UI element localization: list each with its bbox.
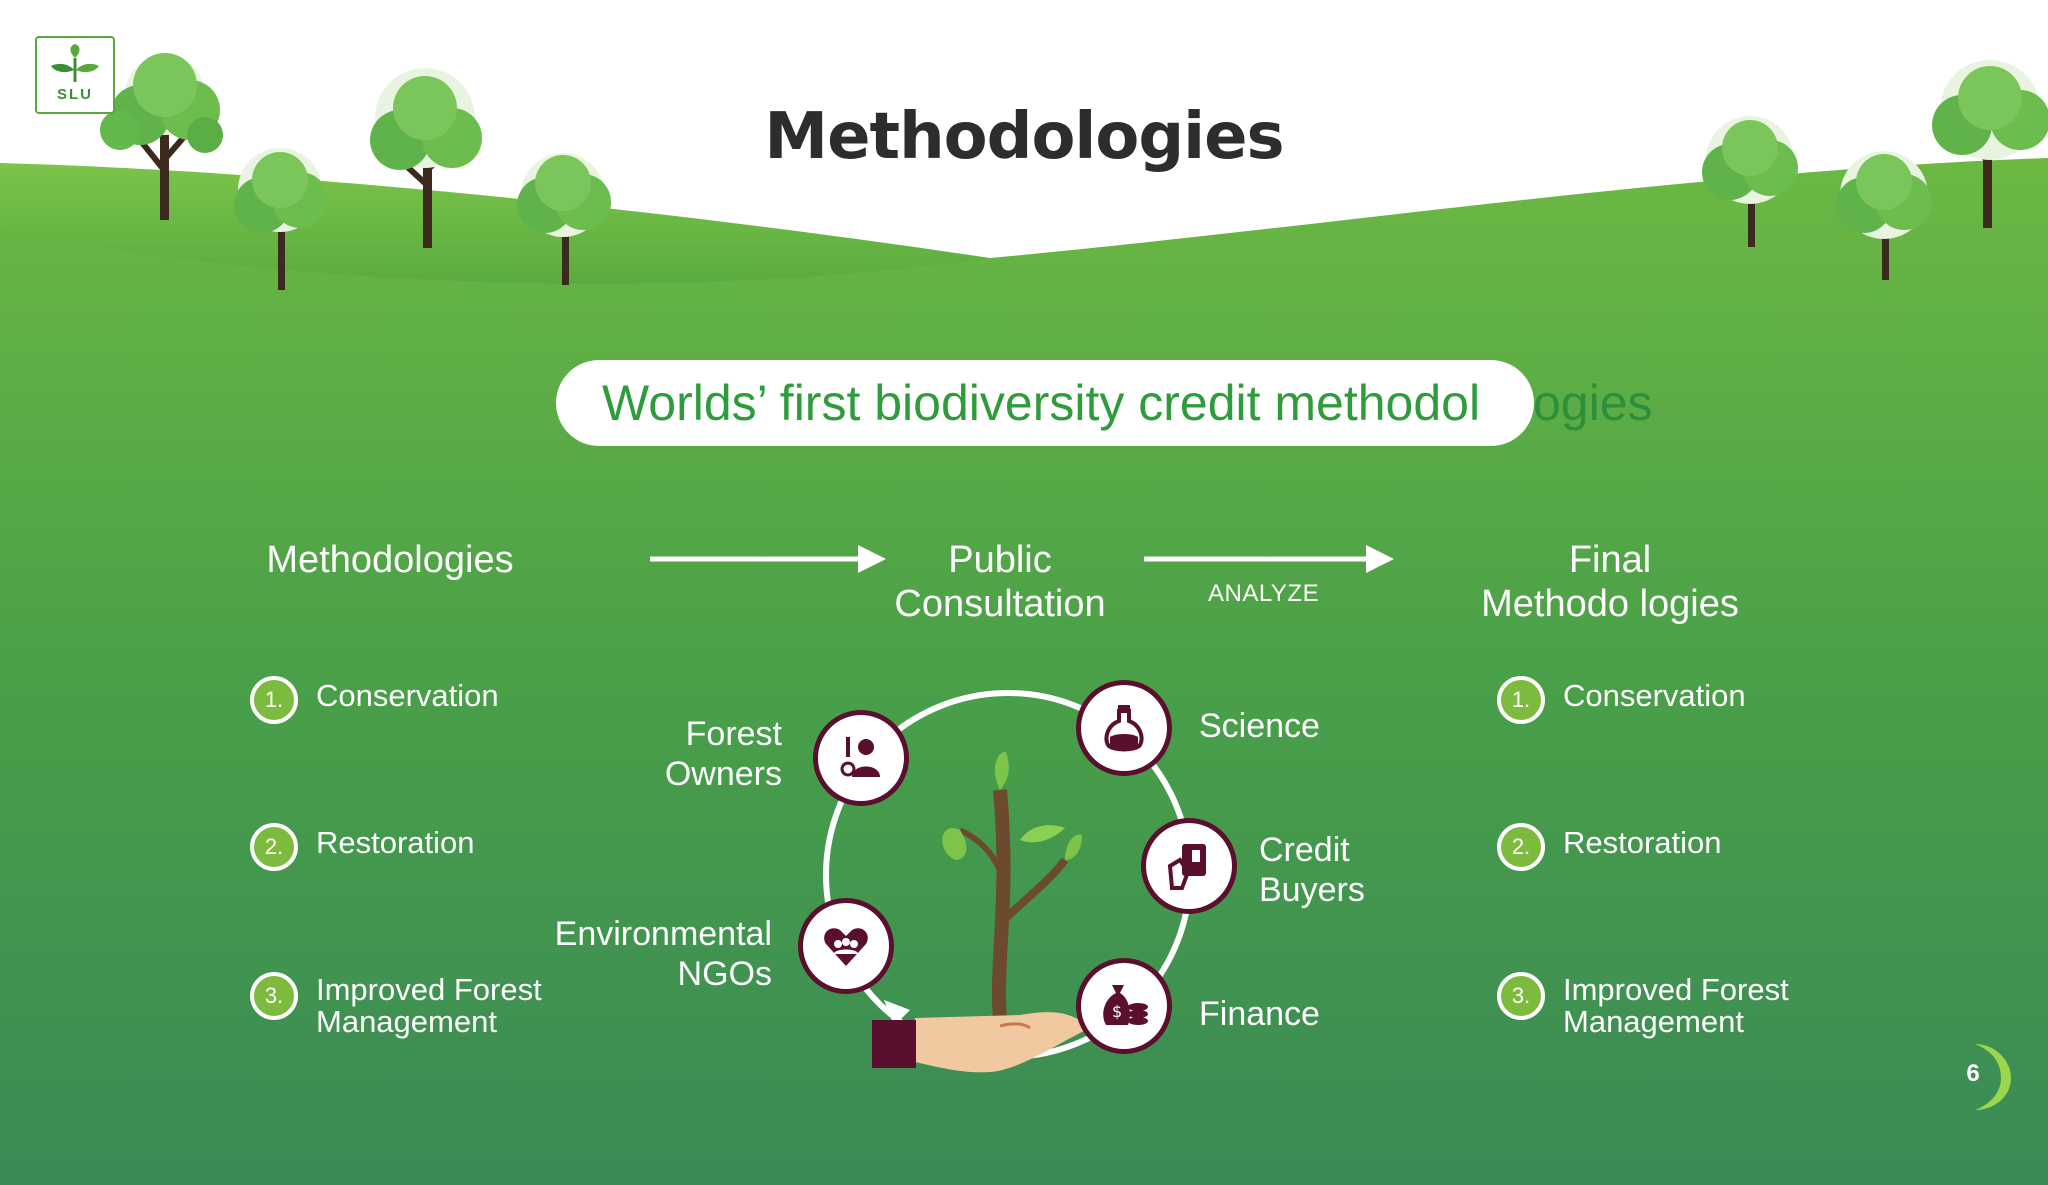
list-item-label: Restoration: [316, 825, 475, 860]
arrow-label-analyze: ANALYZE: [1208, 580, 1320, 607]
arrow-right-icon: [1144, 545, 1394, 573]
heart-people-icon: [824, 928, 868, 966]
tree-icon: [234, 148, 328, 290]
label-credit-buyers: Credit Buyers: [1259, 830, 1365, 910]
svg-text:$: $: [1112, 1002, 1122, 1021]
stage-line: Methodo logies: [1481, 583, 1739, 625]
label-line: Owners: [664, 755, 782, 793]
label-science: Science: [1199, 707, 1320, 745]
list-item-label: Restoration: [1563, 825, 1722, 860]
credit-buyers-icon-circle: [1141, 818, 1237, 914]
banner-text-overflow: ogies: [1533, 375, 1653, 431]
slu-logo: SLU: [35, 36, 115, 114]
banner-pill: [556, 360, 1534, 446]
list-item-label: Improved Forest Management: [316, 974, 542, 1038]
number-badge: 1.: [250, 676, 298, 724]
page-title: Methodologies: [764, 100, 1284, 174]
finance-icon-circle: $: [1076, 958, 1172, 1054]
number-badge: 2.: [1497, 823, 1545, 871]
number-badge: 3.: [1497, 972, 1545, 1020]
number-badge: 1.: [1497, 676, 1545, 724]
flask-icon: [1104, 705, 1144, 752]
leaf-icon: [942, 827, 967, 860]
list-item-line: Management: [316, 1004, 497, 1039]
number-badge: 3.: [250, 972, 298, 1020]
label-line: NGOs: [677, 955, 772, 993]
label-line: Forest: [685, 715, 782, 753]
list-item-label: Conservation: [1563, 678, 1746, 713]
banner-text: Worlds’ first biodiversity credit method…: [602, 375, 1481, 431]
money-bag-icon: $: [1103, 985, 1148, 1025]
logo-text: SLU: [57, 86, 93, 103]
stakeholder-cycle-illustration: [823, 690, 1193, 1073]
cycle-arrowhead-icon: [884, 1000, 910, 1026]
tree-icon: [1932, 60, 2048, 228]
hand-card-icon: [1167, 844, 1206, 890]
list-item-line: Improved Forest: [1563, 972, 1789, 1007]
forest-owner-icon: [840, 737, 880, 777]
stage-line: Public: [948, 539, 1052, 581]
list-item-label: Conservation: [316, 678, 499, 713]
plant-stem: [991, 789, 1011, 1021]
label-environmental-ngos: Environmental NGOs: [520, 914, 772, 994]
number-badge: 2.: [250, 823, 298, 871]
list-item-line: Improved Forest: [316, 972, 542, 1007]
page-number-badge: 6: [1945, 1040, 2015, 1110]
stage-public-consultation: Public Consultation: [850, 538, 1150, 626]
stage-line: Final: [1568, 539, 1652, 581]
tree-icon: [1702, 116, 1798, 247]
leaf-icon: [1065, 834, 1082, 860]
science-icon-circle: [1076, 680, 1172, 776]
label-forest-owners: Forest Owners: [620, 714, 782, 794]
tree-icon: [1836, 151, 1932, 280]
leaf-icon: [994, 751, 1009, 790]
tree-icon: [100, 53, 223, 220]
hand-icon: [915, 1012, 1090, 1073]
crescent-icon: [1975, 1044, 2011, 1110]
label-finance: Finance: [1199, 995, 1320, 1033]
arrow-right-icon: [650, 545, 886, 573]
label-line: Environmental: [554, 915, 772, 953]
sleeve-cuff: [872, 1020, 916, 1068]
tree-icon: [370, 68, 482, 248]
label-line: Buyers: [1259, 871, 1365, 909]
leaf-logo-icon: [51, 44, 99, 82]
stage-methodologies: Methodologies: [266, 539, 514, 581]
list-item-line: Management: [1563, 1004, 1744, 1039]
tree-icon: [517, 153, 611, 285]
page-number: 6: [1966, 1060, 1980, 1087]
stage-final-methodologies: Final Methodo logies: [1460, 538, 1760, 626]
forest-owner-icon-circle: [813, 710, 909, 806]
label-line: Credit: [1259, 831, 1350, 869]
stage-line: Consultation: [894, 583, 1106, 625]
ngo-icon-circle: [798, 898, 894, 994]
list-item-label: Improved Forest Management: [1563, 974, 1789, 1038]
leaf-icon: [1020, 825, 1065, 843]
